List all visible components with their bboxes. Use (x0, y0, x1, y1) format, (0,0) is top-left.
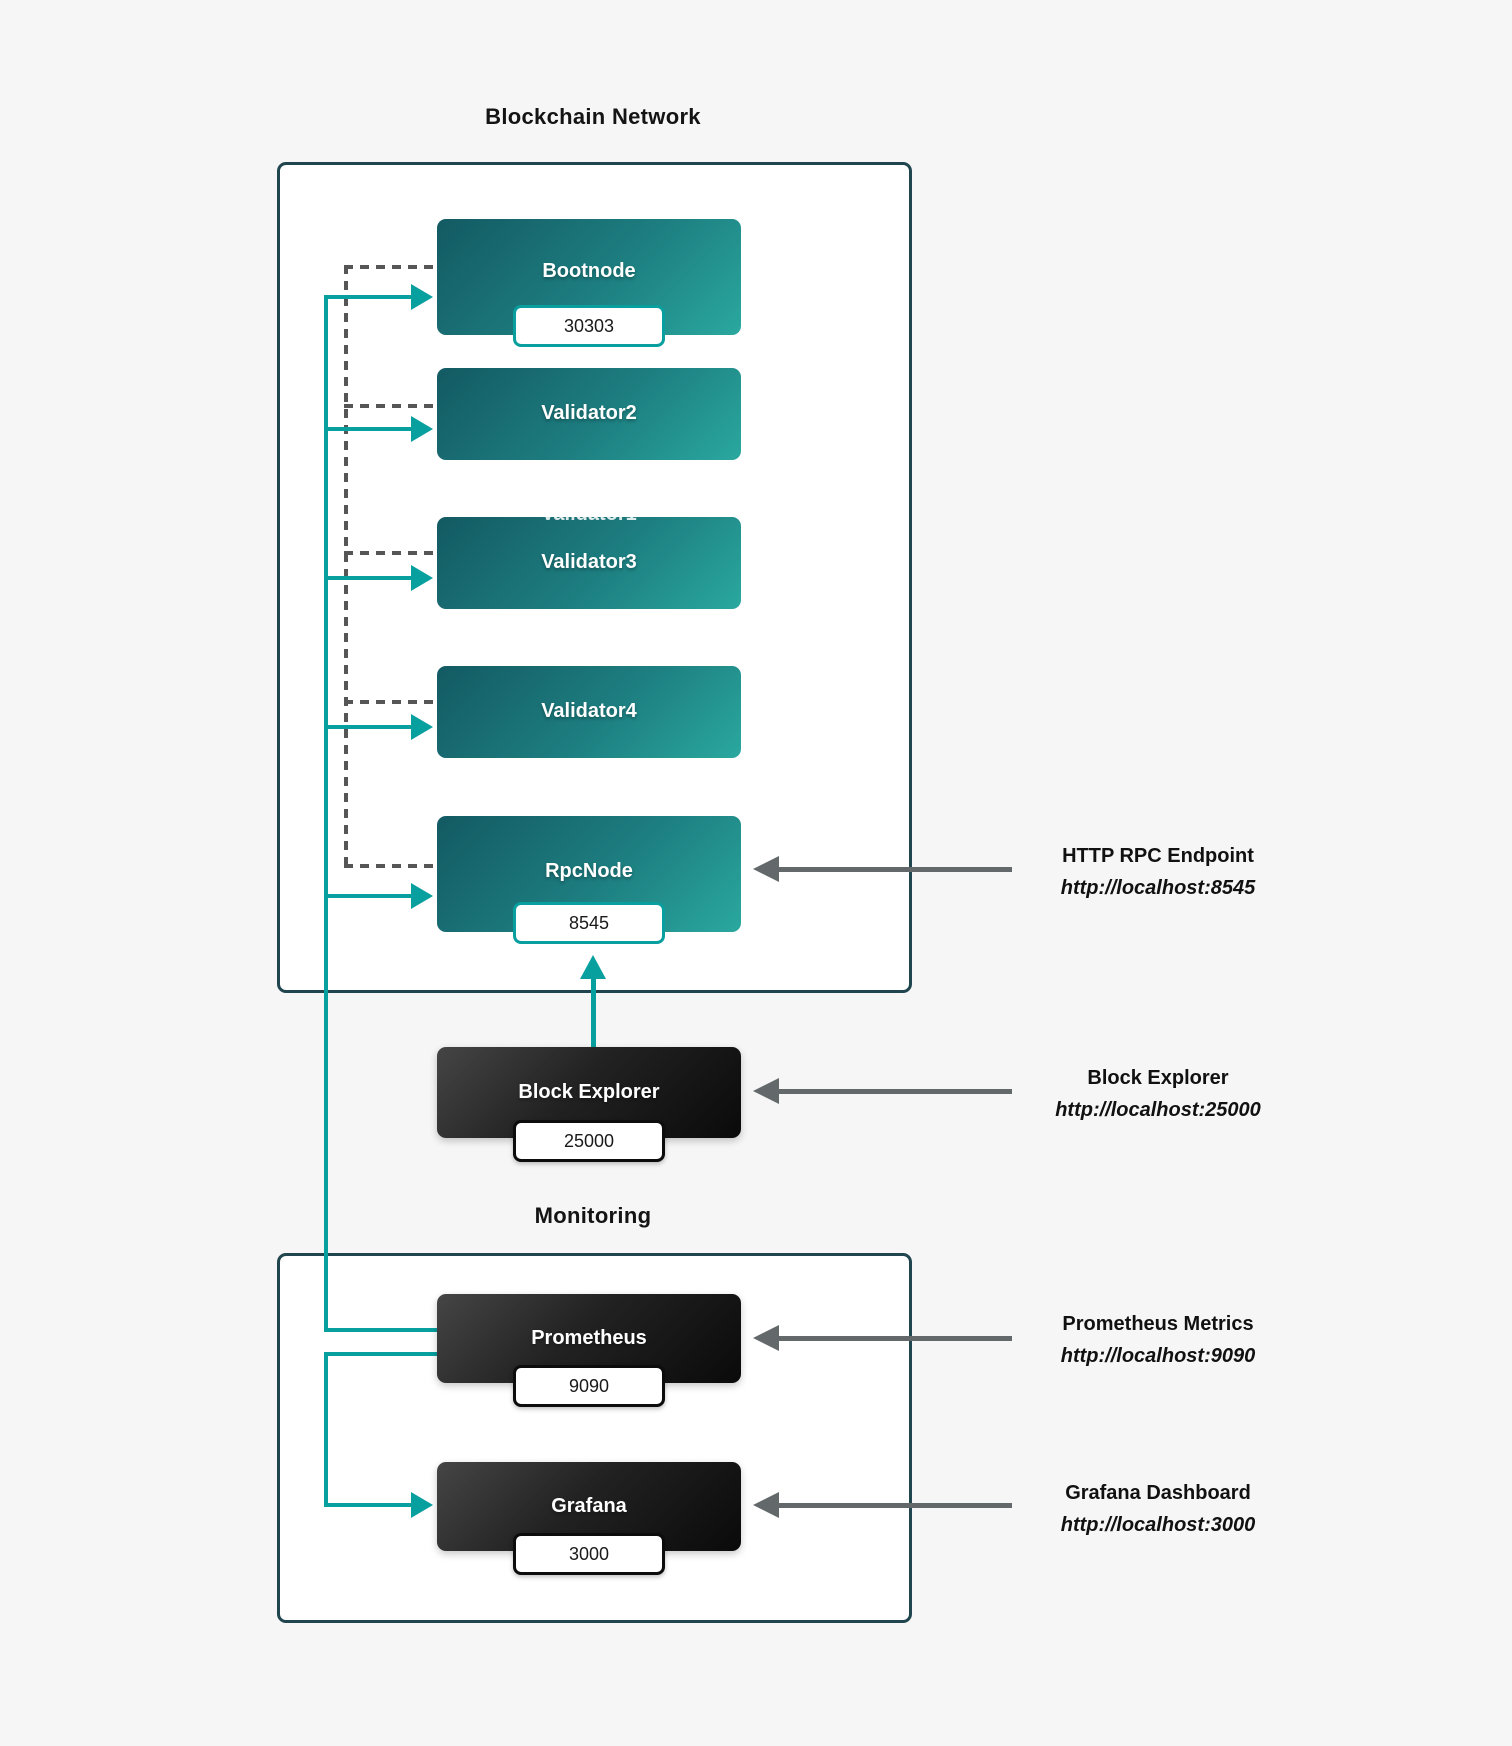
node-validator3-label: Validator3 (541, 551, 637, 574)
node-validator1-hidden-label: Validator1 (437, 517, 741, 526)
teal-trunk-line (324, 295, 328, 1330)
arrowhead-into-rpcnode (411, 883, 433, 909)
teal-link-prometheus (324, 1328, 440, 1332)
dashed-link-validator4 (344, 700, 437, 704)
endpoint-label-explorer: Block Explorer http://localhost:25000 (993, 1062, 1323, 1126)
gray-arrow-line-rpc (778, 867, 1012, 872)
teal-link-validator2 (324, 427, 412, 431)
node-rpcnode: RpcNode (437, 816, 741, 932)
node-validator2: Validator2 (437, 368, 741, 460)
arrowhead-into-validator2 (411, 416, 433, 442)
gray-arrow-line-explorer (778, 1089, 1012, 1094)
node-prometheus-label: Prometheus (531, 1326, 647, 1349)
gray-arrowhead-prometheus (753, 1325, 779, 1351)
dashed-link-validator2 (344, 404, 437, 408)
port-badge-prometheus: 9090 (513, 1365, 665, 1407)
dashed-link-bootnode (344, 265, 437, 269)
node-validator4: Validator4 (437, 666, 741, 758)
endpoint-grafana-url: http://localhost:3000 (1060, 1514, 1256, 1536)
endpoint-explorer-title: Block Explorer (1087, 1067, 1229, 1089)
endpoint-rpc-title: HTTP RPC Endpoint (1062, 845, 1254, 867)
endpoint-prometheus-title: Prometheus Metrics (1062, 1313, 1254, 1335)
node-validator4-label: Validator4 (541, 700, 637, 723)
blockchain-network-title: Blockchain Network (485, 104, 701, 129)
arrowhead-into-validator4 (411, 714, 433, 740)
dashed-link-validator3 (344, 551, 437, 555)
teal-link-explorer-to-rpc (591, 977, 596, 1047)
port-badge-block-explorer: 25000 (513, 1120, 665, 1162)
node-bootnode: Bootnode (437, 219, 741, 335)
arrowhead-into-grafana (411, 1492, 433, 1518)
port-badge-bootnode: 30303 (513, 305, 665, 347)
endpoint-label-prometheus: Prometheus Metrics http://localhost:9090 (993, 1308, 1323, 1372)
teal-link-validator3 (324, 576, 412, 580)
teal-elbow-to-grafana (324, 1352, 328, 1507)
arrowhead-into-validator3 (411, 565, 433, 591)
port-badge-grafana: 3000 (513, 1533, 665, 1575)
gray-arrowhead-rpc (753, 856, 779, 882)
arrowhead-into-bootnode (411, 284, 433, 310)
node-bootnode-label: Bootnode (542, 260, 636, 282)
dashed-peer-trunk-line (344, 265, 348, 868)
arrowhead-up-into-rpcnode (580, 955, 606, 979)
teal-link-grafana (324, 1503, 412, 1507)
teal-link-rpcnode (324, 894, 412, 898)
gray-arrow-line-grafana (778, 1503, 1012, 1508)
gray-arrowhead-grafana (753, 1492, 779, 1518)
endpoint-explorer-url: http://localhost:25000 (1055, 1099, 1261, 1121)
endpoint-label-grafana: Grafana Dashboard http://localhost:3000 (993, 1477, 1323, 1541)
endpoint-prometheus-url: http://localhost:9090 (1060, 1345, 1256, 1367)
node-validator3: Validator1 Validator3 (437, 517, 741, 609)
endpoint-rpc-url: http://localhost:8545 (1060, 877, 1256, 899)
node-rpcnode-label: RpcNode (545, 860, 633, 882)
teal-link-validator4 (324, 725, 412, 729)
node-validator2-label: Validator2 (541, 402, 637, 425)
port-badge-rpcnode: 8545 (513, 902, 665, 944)
teal-link-bootnode (324, 295, 412, 299)
node-block-explorer-label: Block Explorer (518, 1080, 660, 1103)
node-grafana-label: Grafana (551, 1494, 627, 1517)
endpoint-label-rpc: HTTP RPC Endpoint http://localhost:8545 (993, 840, 1323, 904)
teal-link-prometheus-out (324, 1352, 440, 1356)
endpoint-grafana-title: Grafana Dashboard (1065, 1482, 1251, 1504)
monitoring-title: Monitoring (534, 1203, 652, 1228)
gray-arrowhead-explorer (753, 1078, 779, 1104)
gray-arrow-line-prometheus (778, 1336, 1012, 1341)
dashed-link-rpcnode (344, 864, 437, 868)
